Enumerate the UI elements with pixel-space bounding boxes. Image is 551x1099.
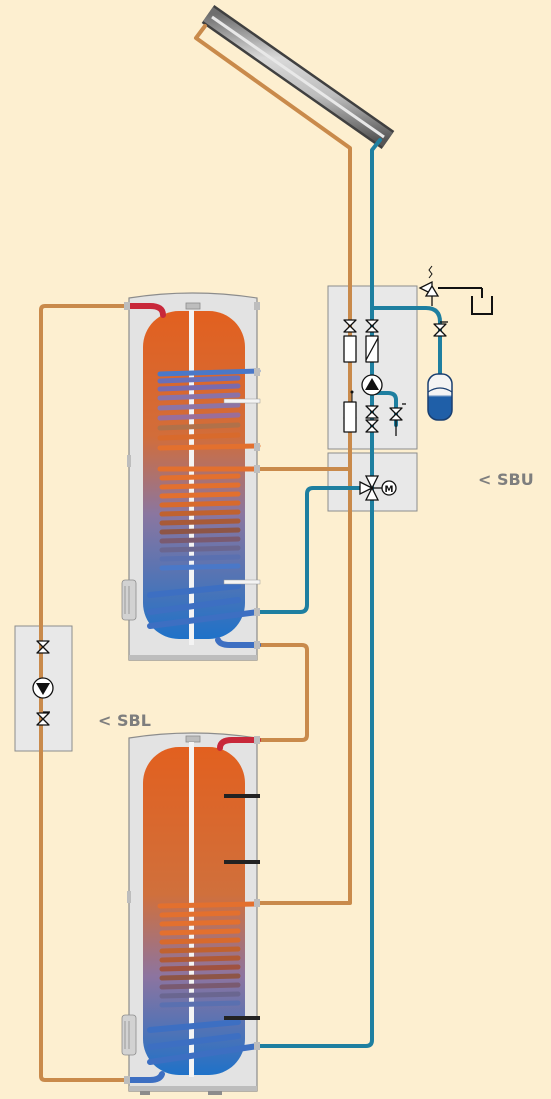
thermometer-icon <box>350 390 354 402</box>
lower-tank-sensors <box>224 794 260 1020</box>
sbu-label: < SBU <box>478 470 534 489</box>
solar-collector <box>201 4 395 150</box>
upper-tank-top-coil <box>157 368 261 451</box>
valve-icons <box>36 319 448 726</box>
expansion-vessel <box>427 373 453 421</box>
upper-tank-sensors <box>223 398 261 585</box>
sbl-label: < SBL <box>98 711 151 730</box>
safety-valve <box>418 265 483 306</box>
drain-funnel <box>471 296 493 315</box>
lower-tank-solar-coil <box>147 901 261 1065</box>
tank-connectors <box>124 302 261 1084</box>
pump-icons <box>32 374 383 699</box>
motorized-3-way-valve: M <box>359 475 397 501</box>
upper-tank-solar-coil <box>147 466 261 629</box>
svg-text:M: M <box>385 485 394 495</box>
